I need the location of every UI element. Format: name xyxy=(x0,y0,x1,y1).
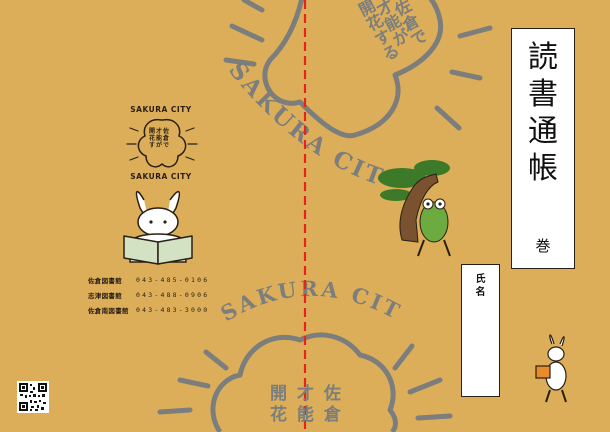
bottom-slogan-row: 花 能 倉 xyxy=(270,405,343,425)
badge-slogan-char: が xyxy=(156,142,163,149)
name-label-char: 氏 xyxy=(475,274,486,285)
badge-slogan-char: 才 xyxy=(156,128,163,135)
bottom-slogan-row: 開 才 佐 xyxy=(270,384,343,404)
title-char: 通 xyxy=(528,114,558,149)
library-contact-row: 志津図書館 043-488-0906 xyxy=(88,287,238,302)
badge-slogan-char: で xyxy=(163,142,170,149)
library-name: 佐倉南図書館 xyxy=(88,306,129,315)
svg-text:SAKURA CITY: SAKURA CITY xyxy=(130,105,192,114)
svg-text:SAKURA CITY: SAKURA CITY xyxy=(130,172,192,181)
library-name: 佐倉図書館 xyxy=(88,276,122,285)
bottom-sakura-emblem xyxy=(210,332,398,432)
library-phone: 043-485-0106 xyxy=(136,275,210,284)
badge-slogan-char: 開 xyxy=(149,128,156,135)
name-field[interactable]: 氏 名 xyxy=(461,264,500,397)
library-contact-row: 佐倉南図書館 043-483-3000 xyxy=(88,302,238,317)
volume-label: 巻 xyxy=(535,237,551,255)
library-name: 志津図書館 xyxy=(88,291,122,300)
small-city-badge: SAKURA CITY SAKURA CITY xyxy=(126,105,198,181)
library-contact-row: 佐倉図書館 043-485-0106 xyxy=(88,272,238,287)
badge-slogan-char: す xyxy=(149,142,156,149)
name-label-char: 名 xyxy=(475,287,486,298)
library-phone: 043-488-0906 xyxy=(136,290,210,299)
badge-slogan-char: 能 xyxy=(156,135,163,142)
library-contact-list: 佐倉図書館 043-485-0106 志津図書館 043-488-0906 佐倉… xyxy=(88,272,238,317)
badge-slogan-char: 花 xyxy=(149,135,156,142)
badge-slogan-char: 倉 xyxy=(163,135,170,142)
top-sakura-emblem xyxy=(262,0,444,139)
library-phone: 043-483-3000 xyxy=(136,305,210,314)
bottom-slogan: 開 才 佐 花 能 倉 xyxy=(270,384,350,426)
title-char: 書 xyxy=(528,77,558,112)
bottom-rays xyxy=(157,343,453,421)
qr-code-icon[interactable] xyxy=(17,381,49,413)
top-slogan: 佐 倉 で 才 能 が 開 花 す る xyxy=(318,0,430,84)
top-rays xyxy=(223,0,493,131)
badge-slogan-char: 佐 xyxy=(163,128,170,135)
name-label: 氏 名 xyxy=(462,273,499,299)
title-char: 読 xyxy=(528,40,558,75)
rabbit-reading-book-icon xyxy=(123,190,193,265)
rabbit-carrying-book-icon xyxy=(535,334,567,403)
passbook-title: 読 書 通 帳 xyxy=(512,39,574,187)
small-badge-slogan: 佐 倉 で 才 能 が 開 花 す xyxy=(149,128,169,149)
frog-under-pine-tree-icon xyxy=(378,160,451,257)
title-char: 帳 xyxy=(528,151,558,186)
title-box: 読 書 通 帳 巻 xyxy=(511,28,575,269)
